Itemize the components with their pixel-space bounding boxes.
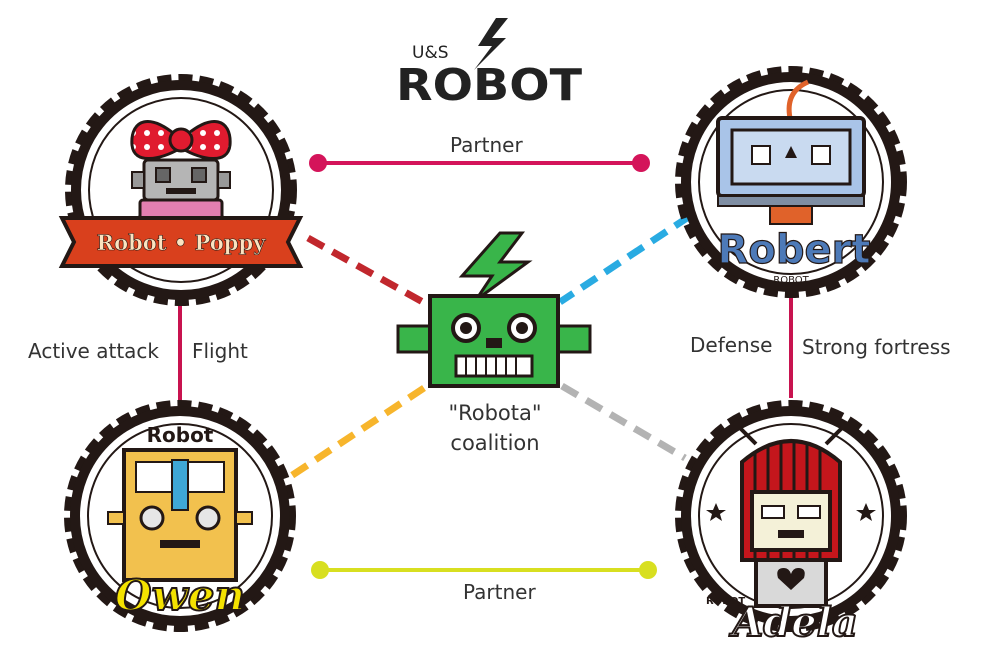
dash-owen [283,385,426,483]
adela-name: Adela [728,599,858,646]
poppy-banner-label: Robot • Poppy [97,230,266,255]
owen-name: Owen [115,571,245,620]
adela-antenna-left-icon [738,426,758,446]
robota-caption-line2: coalition [450,431,540,455]
robert-antenna-icon [786,79,810,119]
owen-scallop [64,400,296,632]
poppy-banner [58,216,304,268]
partner-dot-top-right [632,154,650,172]
dash-poppy [306,234,432,310]
robert-sub: ROBOT [773,275,809,286]
robert-scallop [675,66,907,298]
robota-caption: "Robota" coalition [420,398,570,458]
partner-dot-top-left [309,154,327,172]
left-relation-a: Active attack [28,339,159,363]
adela-heart-icon [777,568,805,590]
owen-top-label: Robot [147,423,214,447]
robot-robert-badge: Robert ROBOT [675,66,907,298]
robota-bolt-icon [458,231,533,302]
right-relation-a: Defense [690,333,773,357]
logo: U&S ROBOT [396,18,582,111]
robot-adela-badge: ROBOT Adela [675,400,907,647]
dash-adela [560,382,687,462]
adela-star-left-icon [706,503,726,521]
adela-antenna-right-icon [824,426,844,446]
adela-star-right-icon [856,503,876,521]
robota-mouth [454,354,534,378]
adela-scallop [675,400,907,632]
robot-poppy-badge: Robot • Poppy [58,74,304,306]
left-relation-b: Flight [192,339,248,363]
partner-dot-bottom-right [639,561,657,579]
top-partner-label: Partner [450,133,523,157]
connectors [178,154,793,579]
robert-name: Robert [718,227,871,273]
logo-prefix: U&S [412,43,449,63]
robota-caption-line1: "Robota" [448,401,542,425]
dash-robert [558,213,692,305]
adela-sub: ROBOT [706,596,745,607]
logo-word: ROBOT [396,60,582,111]
robot-owen-badge: Robot Owen [64,400,296,632]
poppy-scallop [65,74,297,306]
robota-center-robot [396,231,592,388]
bottom-partner-label: Partner [463,580,536,604]
logo-bolt-icon [474,18,508,70]
right-relation-b: Strong fortress [802,335,951,359]
partner-dot-bottom-left [311,561,329,579]
